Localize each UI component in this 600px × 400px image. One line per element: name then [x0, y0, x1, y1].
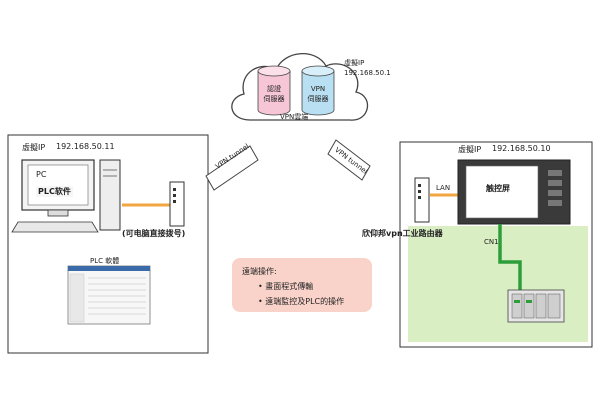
cloud-virtual-ip-label: 虛擬IP: [344, 59, 365, 67]
left-virtual-ip: 192.168.50.11: [56, 142, 115, 151]
right-virtual-ip-label: 虛擬IP: [458, 145, 482, 154]
cn1-link: [498, 224, 522, 290]
left-site-box: [7, 134, 209, 354]
left-router-caption: (可电脑直接拨号): [122, 229, 186, 238]
plc-software-label: PLC软件: [36, 186, 73, 197]
auth-server-label: 認證 伺服器: [263, 85, 285, 103]
left-vpn-tunnel-icon: [205, 145, 259, 191]
vpn-server-label: VPN 伺服器: [307, 85, 329, 103]
vpn-server-db-icon: [301, 65, 335, 116]
left-router-icon: [169, 181, 185, 227]
cloud-label: VPN雲端: [280, 113, 309, 121]
plc-software-screenshot: [67, 265, 151, 325]
pc-label: PC: [36, 170, 47, 179]
cn1-label: CN1: [484, 238, 499, 246]
right-router-caption: 欣仰邦vpn工业路由器: [362, 229, 443, 238]
auth-server-db-icon: [257, 65, 291, 116]
remote-ops-item: • 畫面程式傳輸: [258, 282, 314, 291]
remote-ops-title: 遠端操作:: [242, 267, 277, 276]
plc-area: [408, 226, 588, 342]
right-vpn-tunnel-icon: [327, 139, 371, 181]
cloud-virtual-ip: 192.168.50.1: [344, 69, 391, 77]
hmi-label: 触控屏: [486, 184, 510, 193]
hmi-touchscreen-icon: [457, 159, 571, 225]
right-router-icon: [414, 177, 430, 223]
right-site-box: [399, 141, 593, 348]
pc-tower-icon: [99, 159, 121, 231]
plc-hardware-icon: [507, 289, 565, 323]
remote-ops-item: • 遠端監控及PLC的操作: [258, 297, 345, 306]
left-virtual-ip-label: 虛擬IP: [22, 143, 46, 152]
right-virtual-ip: 192.168.50.10: [492, 144, 551, 153]
pc-monitor-icon: [11, 159, 99, 233]
lan-label: LAN: [436, 184, 451, 192]
plc-software-screen-label: PLC 軟體: [90, 257, 120, 265]
remote-ops-box: [232, 258, 372, 312]
